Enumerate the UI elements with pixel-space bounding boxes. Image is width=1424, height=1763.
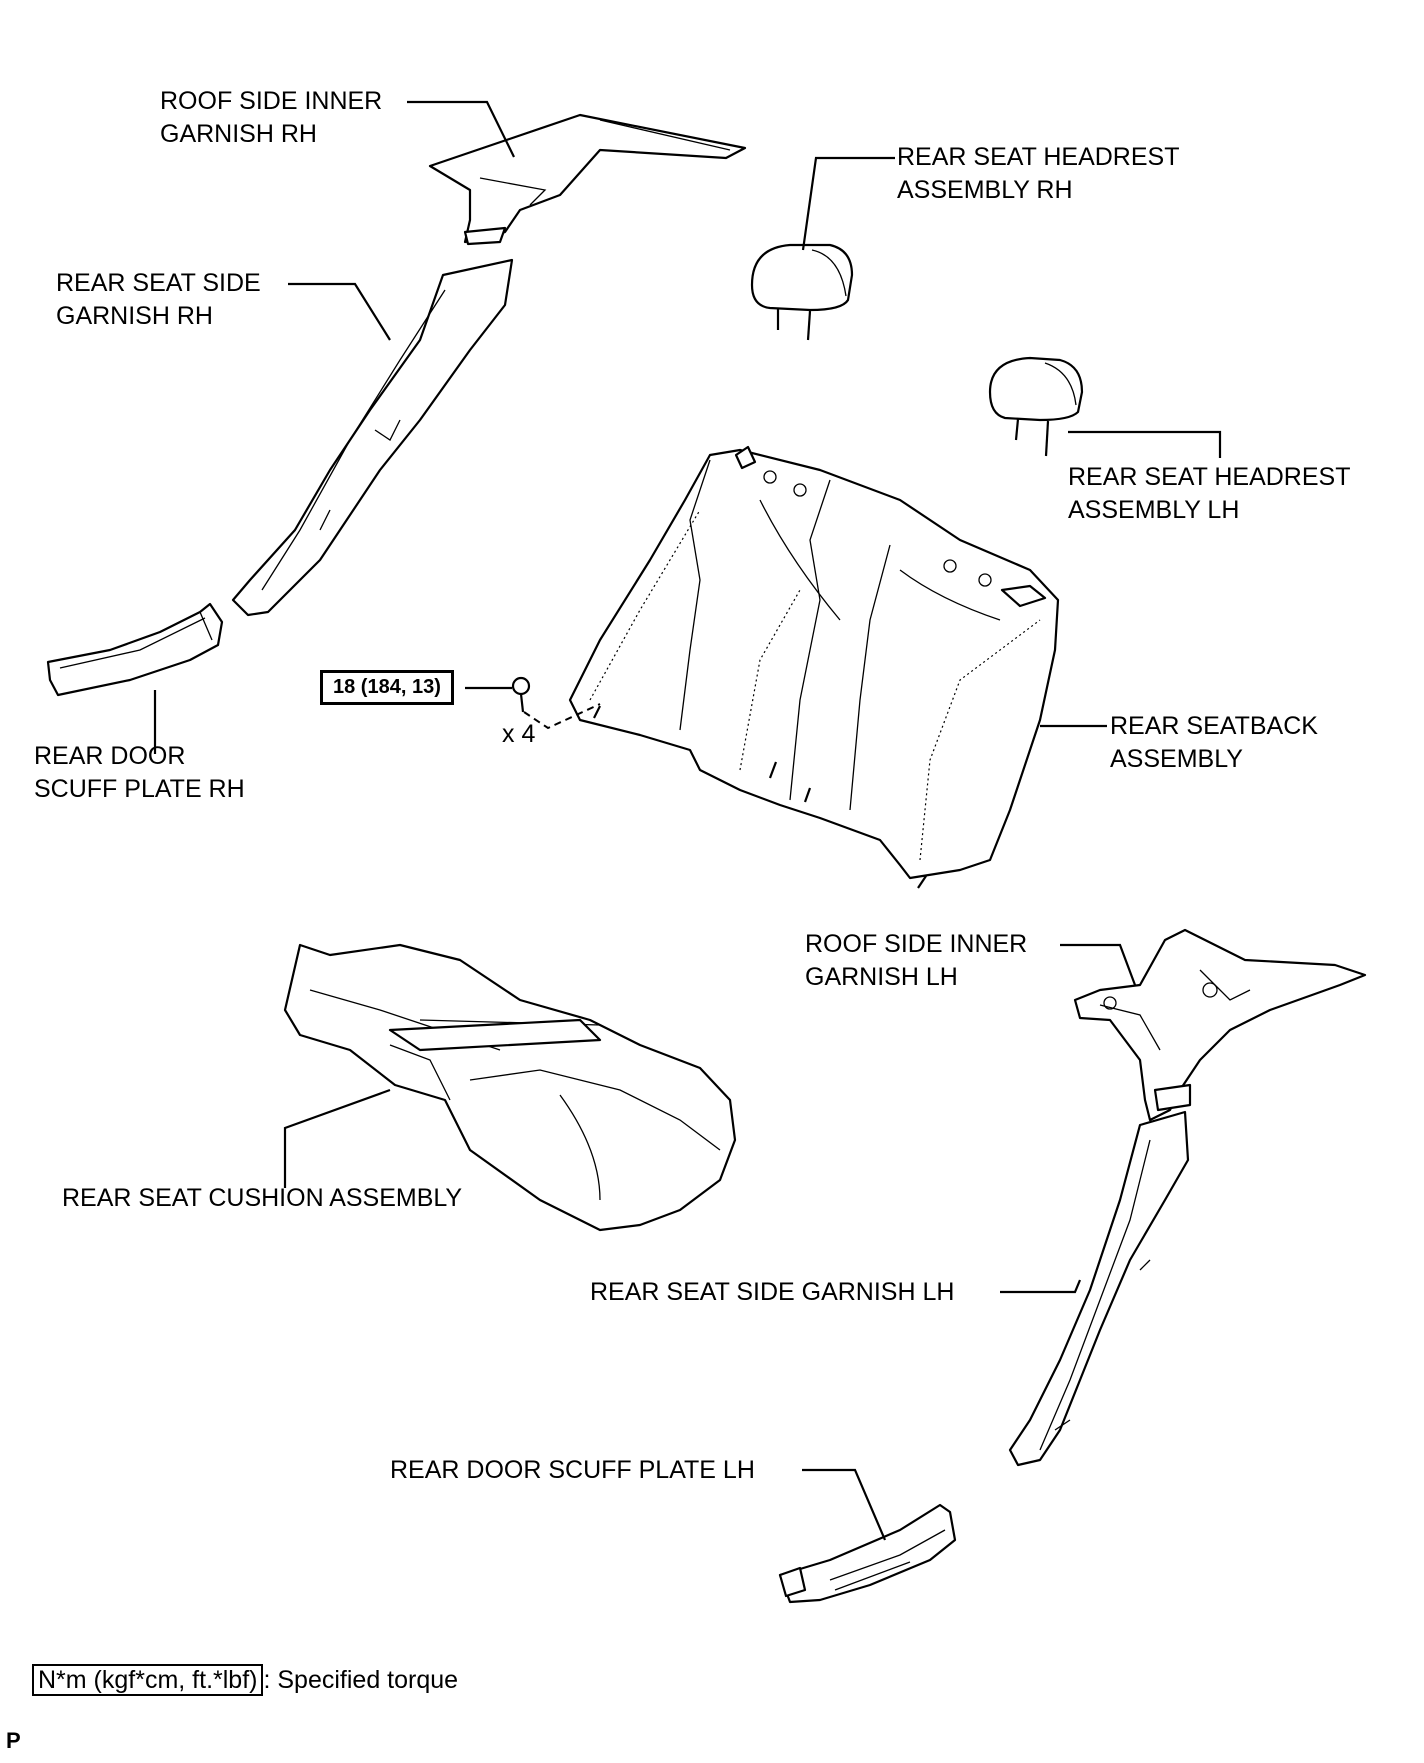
label-rear-seat-cushion-assembly: REAR SEAT CUSHION ASSEMBLY xyxy=(62,1184,463,1212)
label-line: REAR SEAT SIDE xyxy=(56,269,261,297)
rear-seat-headrest-lh-part xyxy=(988,356,1084,457)
roof-side-inner-garnish-lh-part xyxy=(1073,928,1367,1122)
label-roof-side-inner-garnish-rh: ROOF SIDE INNER GARNISH RH xyxy=(160,85,382,151)
bolt-part xyxy=(511,676,601,730)
legend-text: : Specified torque xyxy=(263,1666,459,1694)
label-rear-seat-headrest-lh: REAR SEAT HEADREST ASSEMBLY LH xyxy=(1068,461,1350,527)
label-rear-seat-side-garnish-lh: REAR SEAT SIDE GARNISH LH xyxy=(590,1278,955,1306)
rear-seat-headrest-rh-part xyxy=(750,243,854,341)
label-line: GARNISH LH xyxy=(805,963,958,991)
label-line: REAR SEAT HEADREST xyxy=(1068,463,1351,491)
label-line: REAR DOOR xyxy=(34,742,186,770)
leader-lines xyxy=(153,100,1222,1541)
label-line: REAR SEAT HEADREST xyxy=(897,143,1180,171)
torque-spec-box: 18 (184, 13) xyxy=(320,670,454,705)
bolt-quantity: x 4 xyxy=(502,720,536,748)
label-line: ASSEMBLY xyxy=(1110,745,1243,773)
label-line: GARNISH RH xyxy=(56,302,213,330)
label-line: ASSEMBLY RH xyxy=(897,176,1073,204)
label-rear-door-scuff-plate-lh: REAR DOOR SCUFF PLATE LH xyxy=(390,1456,755,1484)
label-rear-seatback-assembly: REAR SEATBACK ASSEMBLY xyxy=(1110,710,1318,776)
label-rear-seat-headrest-rh: REAR SEAT HEADREST ASSEMBLY RH xyxy=(897,141,1179,207)
rear-seat-side-garnish-lh-part xyxy=(1008,1110,1190,1467)
label-line: ASSEMBLY LH xyxy=(1068,496,1240,524)
rear-seatback-assembly-part xyxy=(568,445,1060,889)
rear-door-scuff-plate-lh-part xyxy=(778,1503,957,1604)
rear-seat-side-garnish-rh-part xyxy=(231,258,514,617)
label-line: ROOF SIDE INNER xyxy=(160,87,383,115)
label-line: GARNISH RH xyxy=(160,120,317,148)
label-roof-side-inner-garnish-lh: ROOF SIDE INNER GARNISH LH xyxy=(805,928,1027,994)
label-line: ROOF SIDE INNER xyxy=(805,930,1028,958)
label-rear-door-scuff-plate-rh: REAR DOOR SCUFF PLATE RH xyxy=(34,740,245,806)
torque-legend: N*m (kgf*cm, ft.*lbf): Specified torque xyxy=(32,1664,459,1696)
roof-side-inner-garnish-rh-part xyxy=(428,113,747,246)
label-line: REAR SEATBACK xyxy=(1110,712,1318,740)
label-rear-seat-side-garnish-rh: REAR SEAT SIDE GARNISH RH xyxy=(56,267,261,333)
rear-seat-cushion-assembly-part xyxy=(283,943,737,1232)
label-line: SCUFF PLATE RH xyxy=(34,775,245,803)
legend-unit-box: N*m (kgf*cm, ft.*lbf) xyxy=(32,1664,264,1696)
page-marker: P xyxy=(6,1728,21,1753)
rear-door-scuff-plate-rh-part xyxy=(46,602,224,697)
